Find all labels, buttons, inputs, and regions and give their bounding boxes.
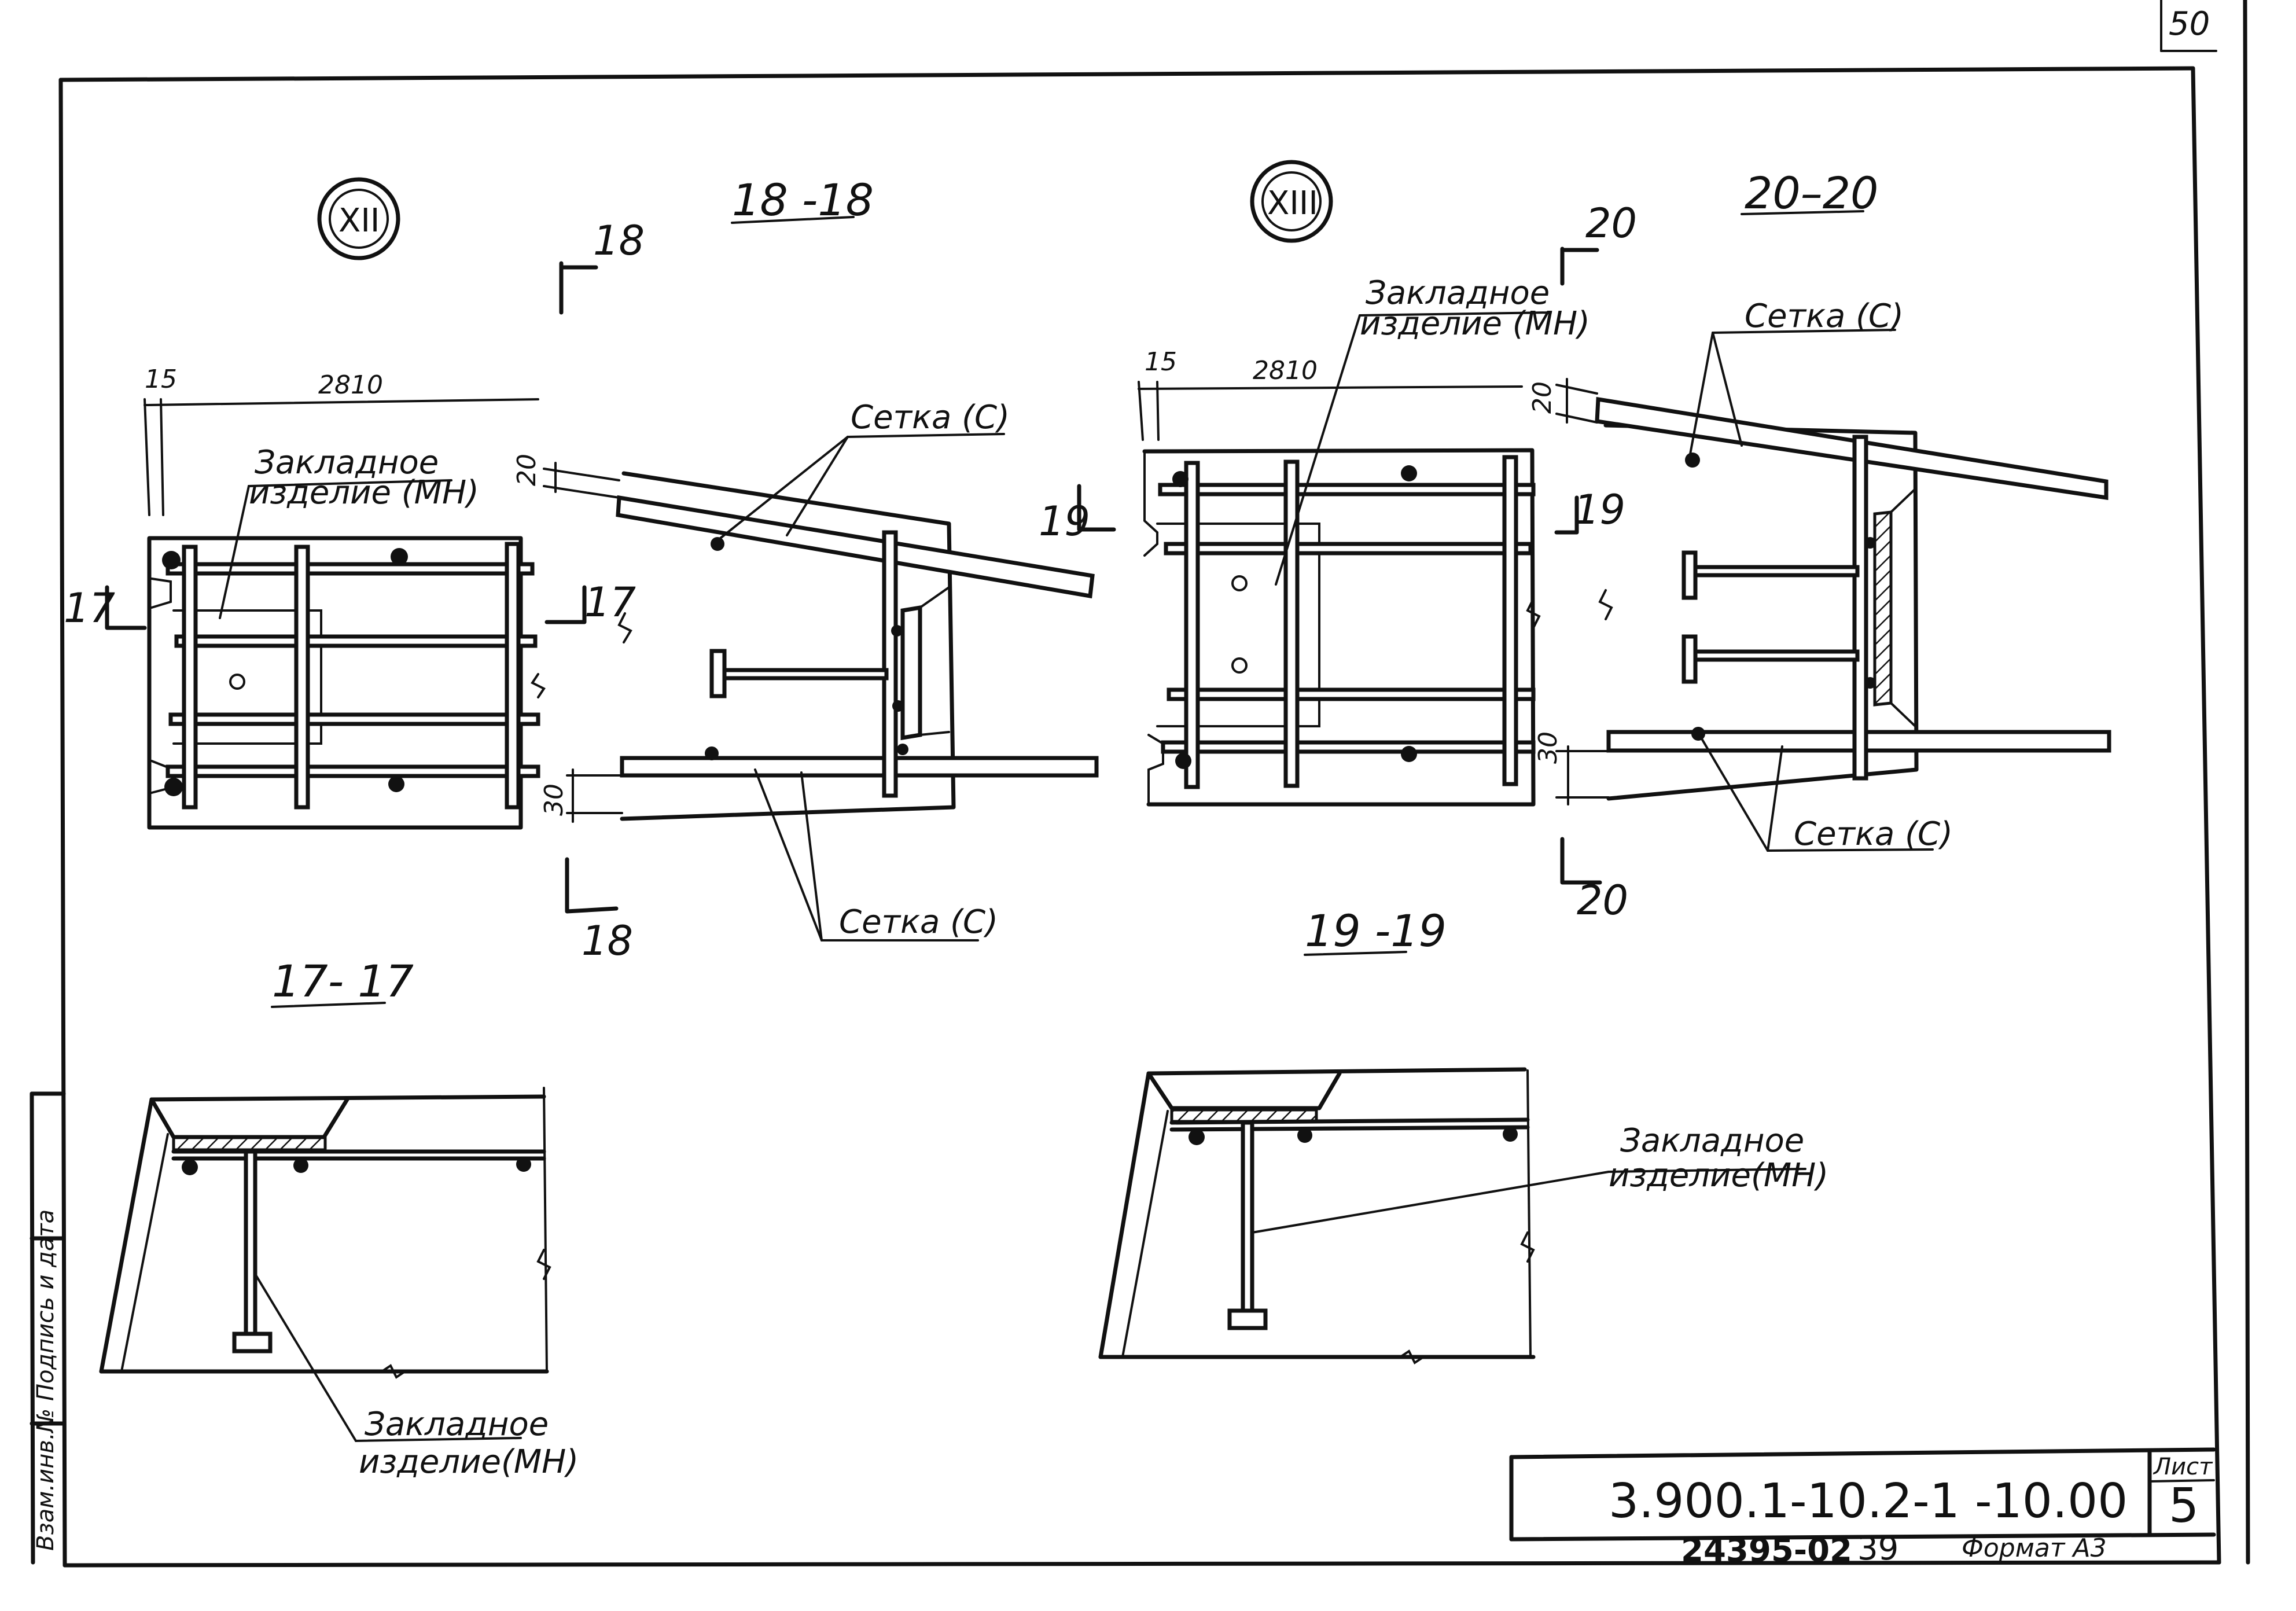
section-18-18: [543, 216, 1099, 941]
node-13-dim-20: 20: [1528, 381, 1557, 414]
node-13-cut-20-bottom: 20: [1577, 877, 1628, 924]
node-13-dim-2810: 2810: [1253, 356, 1318, 385]
node-12-cut-17-right: 17: [584, 579, 636, 626]
node-13-cut-19-left: 19: [1039, 498, 1090, 545]
section-17-17: [99, 1002, 551, 1442]
node-12-mesh-top-label: Сетка (С): [851, 399, 1010, 436]
sheet-frame: [30, 0, 2250, 1568]
node-12-dim-30: 30: [539, 784, 569, 816]
title-block: [1509, 1447, 2216, 1542]
section-18-title: 18 -18: [732, 174, 874, 226]
node-13-embedded-label-1: Закладное: [1366, 274, 1550, 312]
archive-number: 24395-02: [1681, 1532, 1852, 1569]
node-12-plan: [105, 177, 587, 830]
section-17-title: 17- 17: [272, 955, 414, 1007]
section-17-embedded-label-1: Закладное: [365, 1406, 549, 1443]
node-12-cut-17-left: 17: [64, 584, 115, 632]
node-12-mesh-bottom-label: Сетка (С): [839, 903, 998, 941]
archive-page: 39: [1857, 1530, 1898, 1568]
sheet-number: 5: [2169, 1478, 2199, 1533]
section-19-19: [1098, 951, 1806, 1364]
corner-number: 50: [2169, 5, 2210, 43]
node-13-mesh-top-label: Сетка (С): [1745, 297, 1904, 335]
node-13-embedded-label-2: изделие (МН): [1360, 305, 1590, 343]
drawing-designation: 3.900.1-10.2-1 -10.00: [1609, 1474, 2128, 1529]
node-12-dim-15: 15: [145, 365, 177, 394]
node-13-cut-20-top: 20: [1585, 200, 1637, 247]
section-20-20: [1555, 210, 2111, 885]
node-13-dim-30: 30: [1533, 731, 1563, 764]
format-label: Формат А3: [1962, 1533, 2107, 1563]
node-13-dim-15: 15: [1145, 347, 1177, 377]
node-12-dim-20: 20: [512, 454, 542, 486]
section-17-embedded-label-2: изделие(МН): [359, 1443, 579, 1481]
section-19-title: 19 -19: [1305, 905, 1447, 957]
node-12-embedded-label-2: изделие (МН): [249, 474, 479, 512]
node-13-cut-19-right: 19: [1574, 486, 1625, 534]
sheet-label: Лист: [2152, 1454, 2213, 1480]
section-20-title: 20–20: [1745, 167, 1878, 219]
node-13-plan: [1077, 160, 1579, 807]
section-19-embedded-label-2: изделие(МН): [1609, 1157, 1828, 1194]
node-12-marker: XII: [338, 202, 380, 240]
node-12-cut-18-bottom: 18: [582, 917, 633, 965]
node-13-marker: XIII: [1267, 185, 1318, 222]
node-13-mesh-bottom-label: Сетка (С): [1794, 815, 1953, 853]
node-12-dim-2810: 2810: [318, 370, 383, 400]
node-12-embedded-label-1: Закладное: [255, 444, 439, 481]
side-stamp: Взам.инв.№ Подпись и дата: [32, 1209, 59, 1551]
section-19-embedded-label-1: Закладное: [1620, 1122, 1804, 1160]
node-12-cut-18-top: 18: [593, 217, 645, 264]
